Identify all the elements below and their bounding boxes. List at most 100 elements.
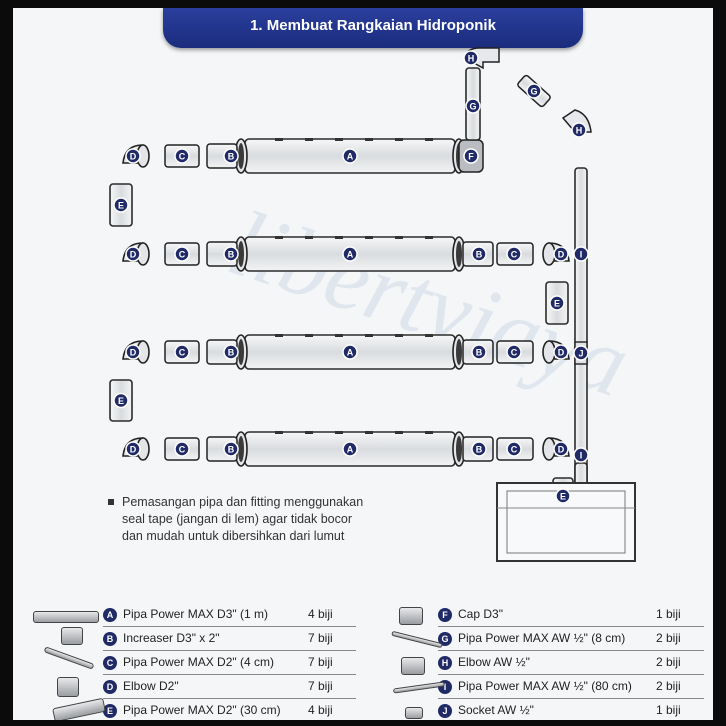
- svg-text:C: C: [179, 348, 186, 358]
- part-badge-d: D: [553, 344, 569, 360]
- part-badge-b: B: [223, 148, 239, 164]
- note-line-1: Pemasangan pipa dan fitting menggunakan: [122, 495, 364, 509]
- svg-text:B: B: [476, 445, 483, 455]
- svg-text:D: D: [558, 250, 565, 260]
- part-badge-e: E: [549, 295, 565, 311]
- installation-note: Pemasangan pipa dan fitting menggunakan …: [108, 494, 408, 545]
- svg-text:B: B: [476, 250, 483, 260]
- part-name: Pipa Power MAX AW ½" (8 cm): [458, 631, 626, 645]
- note-line-2: seal tape (jangan di lem) agar tidak boc…: [122, 512, 352, 526]
- part-code-badge: H: [438, 656, 452, 670]
- part-badge-i: I: [573, 246, 589, 262]
- part-badge-b: B: [223, 246, 239, 262]
- svg-text:E: E: [118, 396, 124, 406]
- part-row-c: C Pipa Power MAX D2" (4 cm) 7 biji: [103, 653, 358, 675]
- row-divider: [103, 674, 356, 675]
- svg-text:D: D: [130, 445, 137, 455]
- part-thumbnail-icon: [399, 607, 423, 625]
- row-divider: [438, 626, 704, 627]
- part-badge-h: H: [571, 122, 587, 138]
- svg-text:D: D: [558, 348, 565, 358]
- part-badge-g: G: [526, 83, 542, 99]
- part-name: Elbow AW ½": [458, 655, 530, 669]
- part-badge-a: A: [342, 441, 358, 457]
- part-badge-d: D: [553, 441, 569, 457]
- part-quantity: 7 biji: [308, 655, 333, 669]
- svg-text:G: G: [530, 87, 537, 97]
- part-code-badge: F: [438, 608, 452, 622]
- part-row-b: B Increaser D3" x 2" 7 biji: [103, 629, 358, 651]
- part-code-badge: B: [103, 632, 117, 646]
- part-name: Pipa Power MAX D2" (30 cm): [123, 703, 281, 717]
- part-thumbnail-icon: [33, 611, 99, 623]
- part-badge-b: B: [223, 441, 239, 457]
- svg-text:C: C: [179, 445, 186, 455]
- part-badge-d: D: [553, 246, 569, 262]
- part-code-badge: C: [103, 656, 117, 670]
- row-divider: [103, 650, 356, 651]
- row-divider: [103, 698, 356, 699]
- part-thumbnail-icon: [52, 697, 106, 720]
- part-badge-c: C: [174, 148, 190, 164]
- part-badge-e: E: [113, 197, 129, 213]
- part-thumbnail-icon: [57, 677, 79, 697]
- part-badge-b: B: [471, 441, 487, 457]
- part-name: Elbow D2": [123, 679, 179, 693]
- part-quantity: 1 biji: [656, 703, 681, 717]
- part-badge-d: D: [125, 148, 141, 164]
- svg-text:G: G: [469, 102, 476, 112]
- part-name: Cap D3": [458, 607, 503, 621]
- part-badge-g: G: [465, 98, 481, 114]
- svg-text:A: A: [347, 445, 354, 455]
- part-badge-c: C: [174, 344, 190, 360]
- part-badge-b: B: [471, 246, 487, 262]
- svg-text:B: B: [228, 348, 235, 358]
- row-divider: [438, 650, 704, 651]
- svg-text:D: D: [558, 445, 565, 455]
- part-badge-c: C: [174, 441, 190, 457]
- part-name: Pipa Power MAX D2" (4 cm): [123, 655, 274, 669]
- part-quantity: 7 biji: [308, 631, 333, 645]
- part-name: Increaser D3" x 2": [123, 631, 220, 645]
- note-line-3: dan mudah untuk dibersihkan dari lumut: [122, 529, 345, 543]
- part-code-badge: J: [438, 704, 452, 718]
- svg-text:E: E: [118, 201, 124, 211]
- part-code-badge: D: [103, 680, 117, 694]
- part-badge-a: A: [342, 148, 358, 164]
- svg-text:A: A: [347, 250, 354, 260]
- svg-text:D: D: [130, 348, 137, 358]
- part-badge-d: D: [125, 246, 141, 262]
- part-thumbnail-icon: [61, 627, 83, 645]
- part-badge-c: C: [506, 441, 522, 457]
- part-badge-c: C: [506, 344, 522, 360]
- row-divider: [438, 698, 704, 699]
- svg-text:B: B: [476, 348, 483, 358]
- part-quantity: 1 biji: [656, 607, 681, 621]
- part-badge-d: D: [125, 441, 141, 457]
- part-badge-f: F: [463, 148, 479, 164]
- note-bullet: [108, 499, 114, 505]
- part-quantity: 4 biji: [308, 607, 333, 621]
- svg-text:I: I: [580, 250, 583, 260]
- svg-text:C: C: [179, 250, 186, 260]
- title-banner: 1. Membuat Rangkaian Hidroponik: [163, 8, 583, 48]
- part-badge-i: I: [573, 447, 589, 463]
- svg-text:D: D: [130, 152, 137, 162]
- svg-text:A: A: [347, 348, 354, 358]
- svg-text:J: J: [578, 349, 583, 359]
- part-thumbnail-icon: [401, 657, 425, 675]
- row-divider: [438, 674, 704, 675]
- svg-text:C: C: [511, 348, 518, 358]
- part-badge-a: A: [342, 246, 358, 262]
- part-badge-e: E: [555, 488, 571, 504]
- svg-text:F: F: [468, 152, 474, 162]
- part-thumbnail-icon: [391, 630, 443, 649]
- svg-text:I: I: [580, 451, 583, 461]
